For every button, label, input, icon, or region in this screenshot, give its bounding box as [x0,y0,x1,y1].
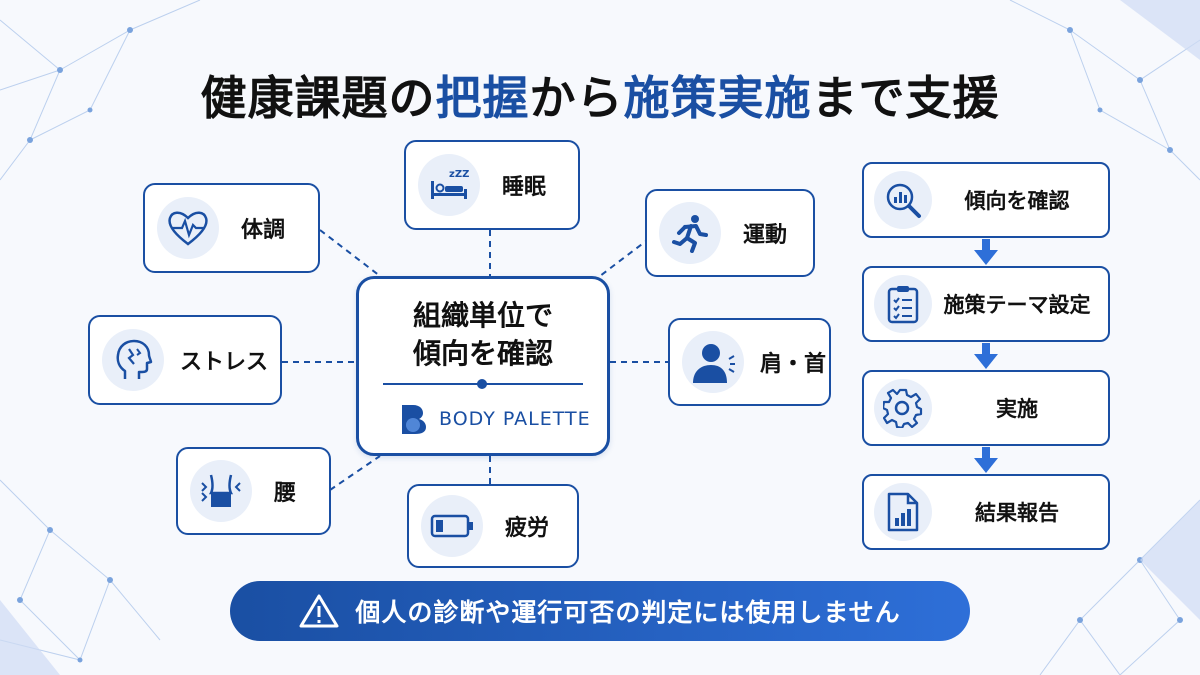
arrow-down-icon [974,239,998,265]
arrow-down-icon [974,343,998,369]
magnifier-chart-icon [874,171,932,229]
node-waist: 腰 [176,447,331,535]
node-sleep: zZZ 睡眠 [404,140,580,230]
node-fatigue: 疲労 [407,484,579,568]
gear-icon [874,379,932,437]
node-waist-label: 腰 [274,481,297,506]
disclaimer-banner: 個人の診断や運行可否の判定には使用しません [230,581,970,641]
head-stress-icon [102,329,164,391]
node-shoulder-neck: 肩・首 [668,318,831,406]
svg-text:zZZ: zZZ [449,169,469,180]
battery-low-icon [421,495,483,557]
clipboard-checklist-icon [874,275,932,333]
flow-step-2-label: 施策テーマ設定 [943,293,1091,317]
title-highlight2: 施策実施 [623,71,812,125]
center-divider-dot [477,379,487,389]
center-title: 組織単位で 傾向を確認 [359,297,607,373]
node-stress: ストレス [88,315,282,405]
flow-step-3-label: 実施 [996,397,1038,421]
node-exercise-label: 運動 [743,223,788,248]
title-highlight1: 把握 [435,71,530,125]
node-condition-label: 体調 [241,218,286,243]
center-line1: 組織単位で [412,299,553,332]
heart-pulse-icon [157,197,219,259]
flow-step-2: 施策テーマ設定 [862,266,1110,342]
flow-step-4-label: 結果報告 [975,501,1059,525]
node-exercise: 運動 [645,189,815,277]
node-condition: 体調 [143,183,320,273]
node-sleep-label: 睡眠 [502,175,547,200]
center-line2: 傾向を確認 [412,337,553,370]
flow-step-1-label: 傾向を確認 [964,189,1070,213]
brand-name: BODY PALETTE [439,408,591,430]
node-shoulder-neck-label: 肩・首 [760,352,827,377]
sleep-icon: zZZ [418,154,480,216]
title-part2: から [529,71,624,125]
flow-step-4: 結果報告 [862,474,1110,550]
node-stress-label: ストレス [180,350,269,375]
title-part3: まで支援 [811,71,1000,125]
flow-step-3: 実施 [862,370,1110,446]
brand: BODY PALETTE [399,403,591,435]
warning-icon [299,594,339,628]
person-neck-icon [682,331,744,393]
page-title: 健康課題の把握から施策実施まで支援 [0,62,1200,128]
center-hub: 組織単位で 傾向を確認 BODY PALETTE [356,276,610,456]
arrow-down-icon [974,447,998,473]
title-part1: 健康課題の [200,71,436,125]
running-icon [659,202,721,264]
brand-logo-icon [402,405,426,434]
waist-icon [190,460,252,522]
flow-step-1: 傾向を確認 [862,162,1110,238]
disclaimer-text: 個人の診断や運行可否の判定には使用しません [355,598,901,627]
report-chart-icon [874,483,932,541]
node-fatigue-label: 疲労 [505,516,550,541]
